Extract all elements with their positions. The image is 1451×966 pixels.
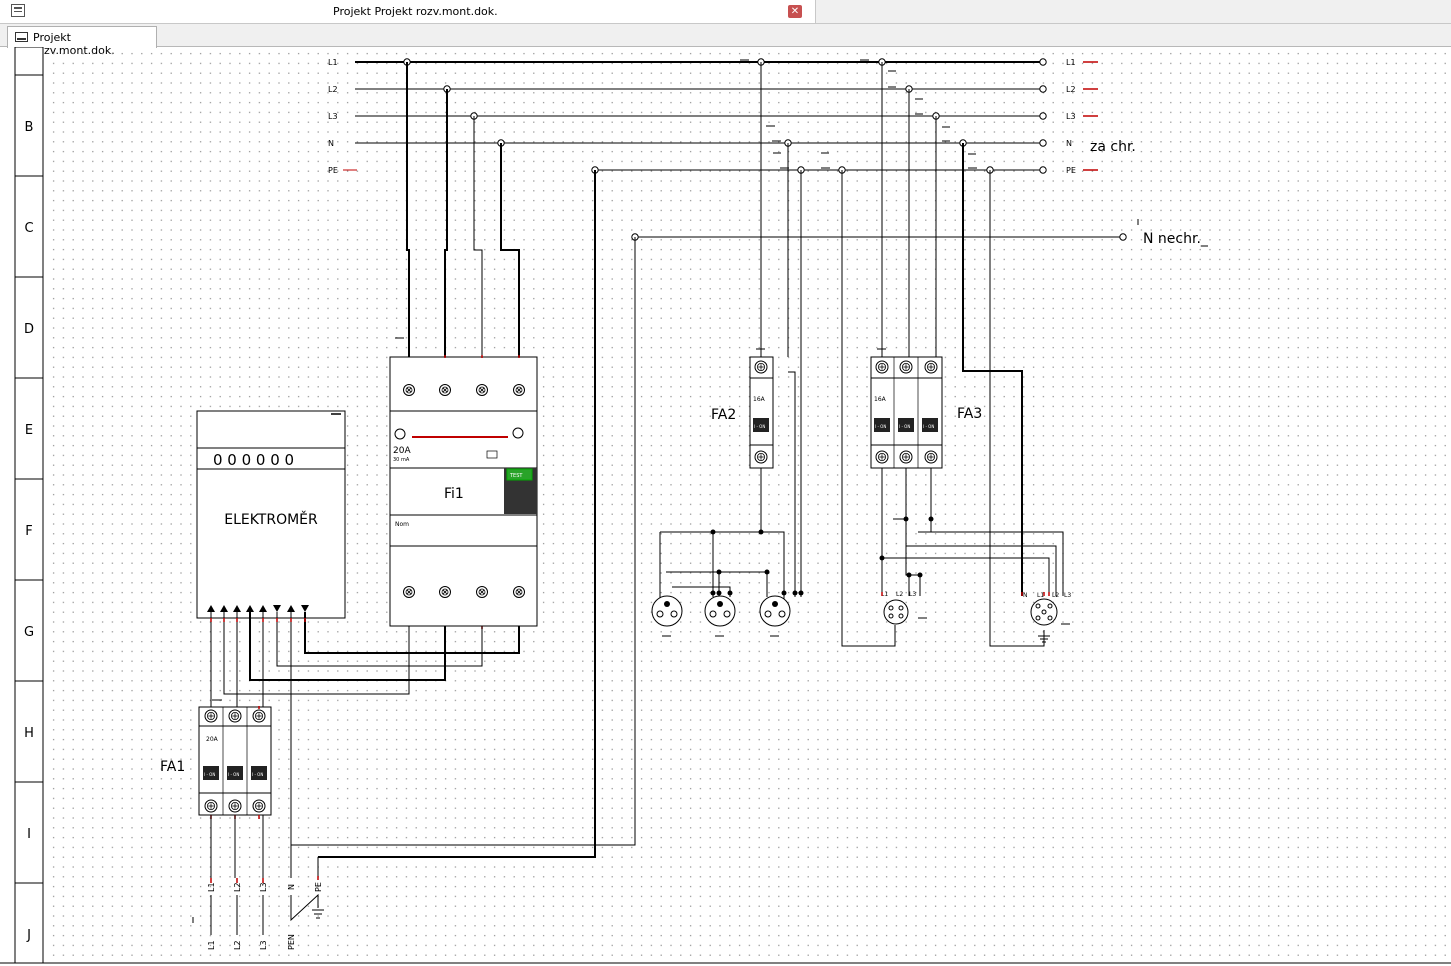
svg-text:I - ON: I - ON xyxy=(754,424,765,429)
breaker-fa3[interactable]: 16A I - ON I - ON I - ON FA3 xyxy=(870,356,982,469)
svg-text:N: N xyxy=(287,884,296,890)
svg-text:L2: L2 xyxy=(328,85,338,94)
titlebar-empty-area xyxy=(816,0,1451,24)
svg-text:PE: PE xyxy=(328,166,338,175)
window-title: Projekt Projekt rozv.mont.dok. xyxy=(333,5,498,18)
feed-wires xyxy=(192,815,324,935)
meter-reading: 0 0 0 0 0 0 xyxy=(213,451,294,469)
fa2-label: FA2 xyxy=(711,407,736,423)
socket-3[interactable] xyxy=(759,595,791,627)
svg-text:N: N xyxy=(1066,139,1072,148)
svg-text:L2: L2 xyxy=(233,882,242,892)
fa3-wiring xyxy=(841,62,1064,647)
bus-labels: L1 L2 L3 N PE L1 L2 L3 N PE xyxy=(328,58,1076,175)
schematic-canvas[interactable]: B C D E F G H I J L1 L2 L3 N PE L1 L2 L3… xyxy=(0,47,1451,966)
socket-3phase-small[interactable]: L1 L2 L3 xyxy=(881,591,916,625)
svg-text:I - ON: I - ON xyxy=(875,424,886,429)
row-label: C xyxy=(24,221,33,236)
tab-bar: Projekt rozv.mont.dok. xyxy=(0,24,1451,57)
row-label: D xyxy=(24,322,34,337)
svg-text:L2: L2 xyxy=(1052,592,1059,599)
svg-text:L2: L2 xyxy=(896,591,903,598)
meter-label: ELEKTROMĚR xyxy=(224,511,318,528)
svg-text:L1: L1 xyxy=(207,882,216,892)
breaker-fa2[interactable]: 16A I - ON FA2 xyxy=(711,356,774,469)
svg-text:20A: 20A xyxy=(206,736,219,743)
socket-3phase-large[interactable]: N L1 L2 L3 xyxy=(1023,592,1071,643)
svg-text:16A: 16A xyxy=(753,396,766,403)
socket-2[interactable] xyxy=(704,595,736,627)
rcd-label: Fi1 xyxy=(444,486,464,502)
busbars xyxy=(343,61,1120,238)
svg-text:L1: L1 xyxy=(328,58,338,67)
n-unswitched-label: N nechr._ xyxy=(1143,231,1209,247)
svg-text:I - ON: I - ON xyxy=(923,424,934,429)
fa1-label: FA1 xyxy=(160,759,185,775)
svg-text:L3: L3 xyxy=(1066,112,1076,121)
socket-1[interactable] xyxy=(651,595,683,627)
meter-wiring xyxy=(210,170,636,858)
svg-text:Nom: Nom xyxy=(395,521,409,528)
svg-text:L1: L1 xyxy=(881,591,888,598)
ticks xyxy=(395,59,1139,625)
svg-text:L3: L3 xyxy=(259,940,268,950)
svg-text:PE: PE xyxy=(1066,166,1076,175)
n-note: za chr. xyxy=(1090,139,1136,155)
svg-text:L3: L3 xyxy=(909,591,916,598)
svg-text:I - ON: I - ON xyxy=(252,772,263,777)
svg-text:L1: L1 xyxy=(207,940,216,950)
row-label: I xyxy=(27,827,31,842)
row-label: E xyxy=(25,423,33,438)
svg-text:L1: L1 xyxy=(1066,58,1076,67)
app-icon xyxy=(11,4,25,17)
window-titlebar: Projekt Projekt rozv.mont.dok. ✕ xyxy=(0,0,816,24)
svg-text:TEST: TEST xyxy=(509,473,523,479)
fa2-wiring xyxy=(760,62,802,597)
energy-meter[interactable]: 0 0 0 0 0 0 ELEKTROMĚR xyxy=(196,410,346,619)
row-label: G xyxy=(24,625,34,640)
svg-text:L2: L2 xyxy=(233,940,242,950)
row-ruler: B C D E F G H I J xyxy=(14,47,44,964)
row-label: B xyxy=(25,120,34,135)
rcd-feed-wires xyxy=(406,62,520,357)
document-icon xyxy=(15,32,28,42)
rcd-fi1[interactable]: 20A 30 mA TEST Fi1 Nom xyxy=(389,356,538,627)
close-icon[interactable]: ✕ xyxy=(788,5,802,18)
svg-text:PEN: PEN xyxy=(287,934,296,950)
row-label: H xyxy=(24,726,34,741)
fa3-label: FA3 xyxy=(957,406,982,422)
svg-text:30 mA: 30 mA xyxy=(393,457,410,463)
svg-text:I - ON: I - ON xyxy=(204,772,215,777)
breaker-fa1[interactable]: 20A I - ON I - ON I - ON FA1 xyxy=(160,706,272,816)
row-label: J xyxy=(26,928,31,943)
svg-text:L3: L3 xyxy=(1064,592,1071,599)
tab-project[interactable]: Projekt rozv.mont.dok. xyxy=(7,26,157,57)
svg-text:PE: PE xyxy=(314,882,323,892)
svg-text:L3: L3 xyxy=(328,112,338,121)
svg-text:N: N xyxy=(1023,592,1028,599)
svg-text:I - ON: I - ON xyxy=(228,772,239,777)
svg-text:L1: L1 xyxy=(1037,592,1044,599)
svg-text:N: N xyxy=(328,139,334,148)
svg-text:I - ON: I - ON xyxy=(899,424,910,429)
svg-text:20A: 20A xyxy=(393,446,411,456)
svg-text:L3: L3 xyxy=(259,882,268,892)
row-label: F xyxy=(25,524,32,539)
feed-labels: L1 L2 L3 N PE L1 L2 L3 PEN xyxy=(207,882,323,950)
svg-text:16A: 16A xyxy=(874,396,887,403)
svg-text:L2: L2 xyxy=(1066,85,1076,94)
